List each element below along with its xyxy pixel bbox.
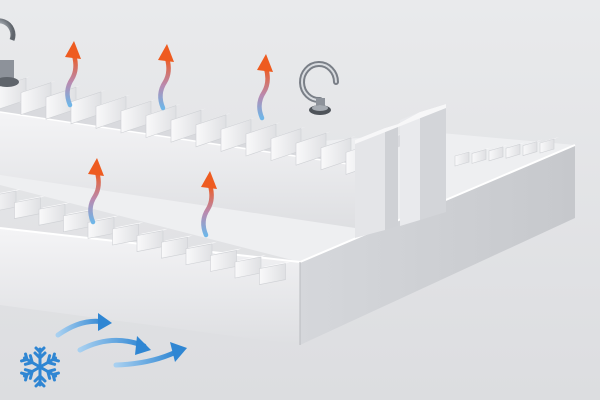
heat-sink-fin <box>20 80 56 116</box>
heat-sink-fins-lower <box>0 189 291 285</box>
eye-bolt-hook-center <box>299 61 339 115</box>
heat-flow-arrows <box>65 41 273 238</box>
heat-sink-fin <box>195 112 231 148</box>
heat-sink-fin <box>95 94 131 129</box>
heat-sink-fin <box>454 150 474 167</box>
heat-sink-fin <box>234 255 266 279</box>
arrow-up-curved-icon <box>201 171 217 238</box>
cool-air-arrows <box>55 313 187 368</box>
heat-sink-fin <box>136 228 168 252</box>
heat-sink-fin <box>270 126 306 162</box>
heat-sink-fin <box>170 108 206 143</box>
arrow-right-curved-icon <box>113 342 187 368</box>
heat-sink-fin <box>259 261 291 285</box>
heat-sink-fins-right <box>454 137 559 167</box>
heat-sink-fin <box>63 208 95 233</box>
mounting-bracket <box>355 104 446 238</box>
heat-sink-fin <box>539 137 559 154</box>
arrow-up-curved-icon <box>158 44 174 111</box>
heat-sink-fin <box>471 147 491 164</box>
snowflake-icon <box>20 346 60 388</box>
eye-bolt-hook-left <box>0 18 19 87</box>
heat-sink-fin <box>0 189 21 211</box>
heat-sink-fins-upper <box>0 76 381 175</box>
arrow-right-curved-icon <box>55 313 112 338</box>
arrow-right-curved-icon <box>77 336 151 355</box>
heat-sink-fin <box>70 89 106 125</box>
heat-sink-fin <box>488 144 508 162</box>
heat-sink-fin <box>295 131 331 166</box>
heat-sink-fin <box>505 142 525 159</box>
arrow-up-curved-icon <box>88 158 104 225</box>
heat-sink-fin <box>38 202 70 226</box>
heat-sink-fin <box>120 99 156 134</box>
heat-sink-fin <box>522 139 542 156</box>
arrow-up-curved-icon <box>65 41 81 108</box>
heat-sink-fin <box>210 248 242 272</box>
arrow-up-curved-icon <box>257 54 273 121</box>
heat-sink-fin <box>185 241 217 266</box>
heat-sink-fin <box>161 235 193 259</box>
